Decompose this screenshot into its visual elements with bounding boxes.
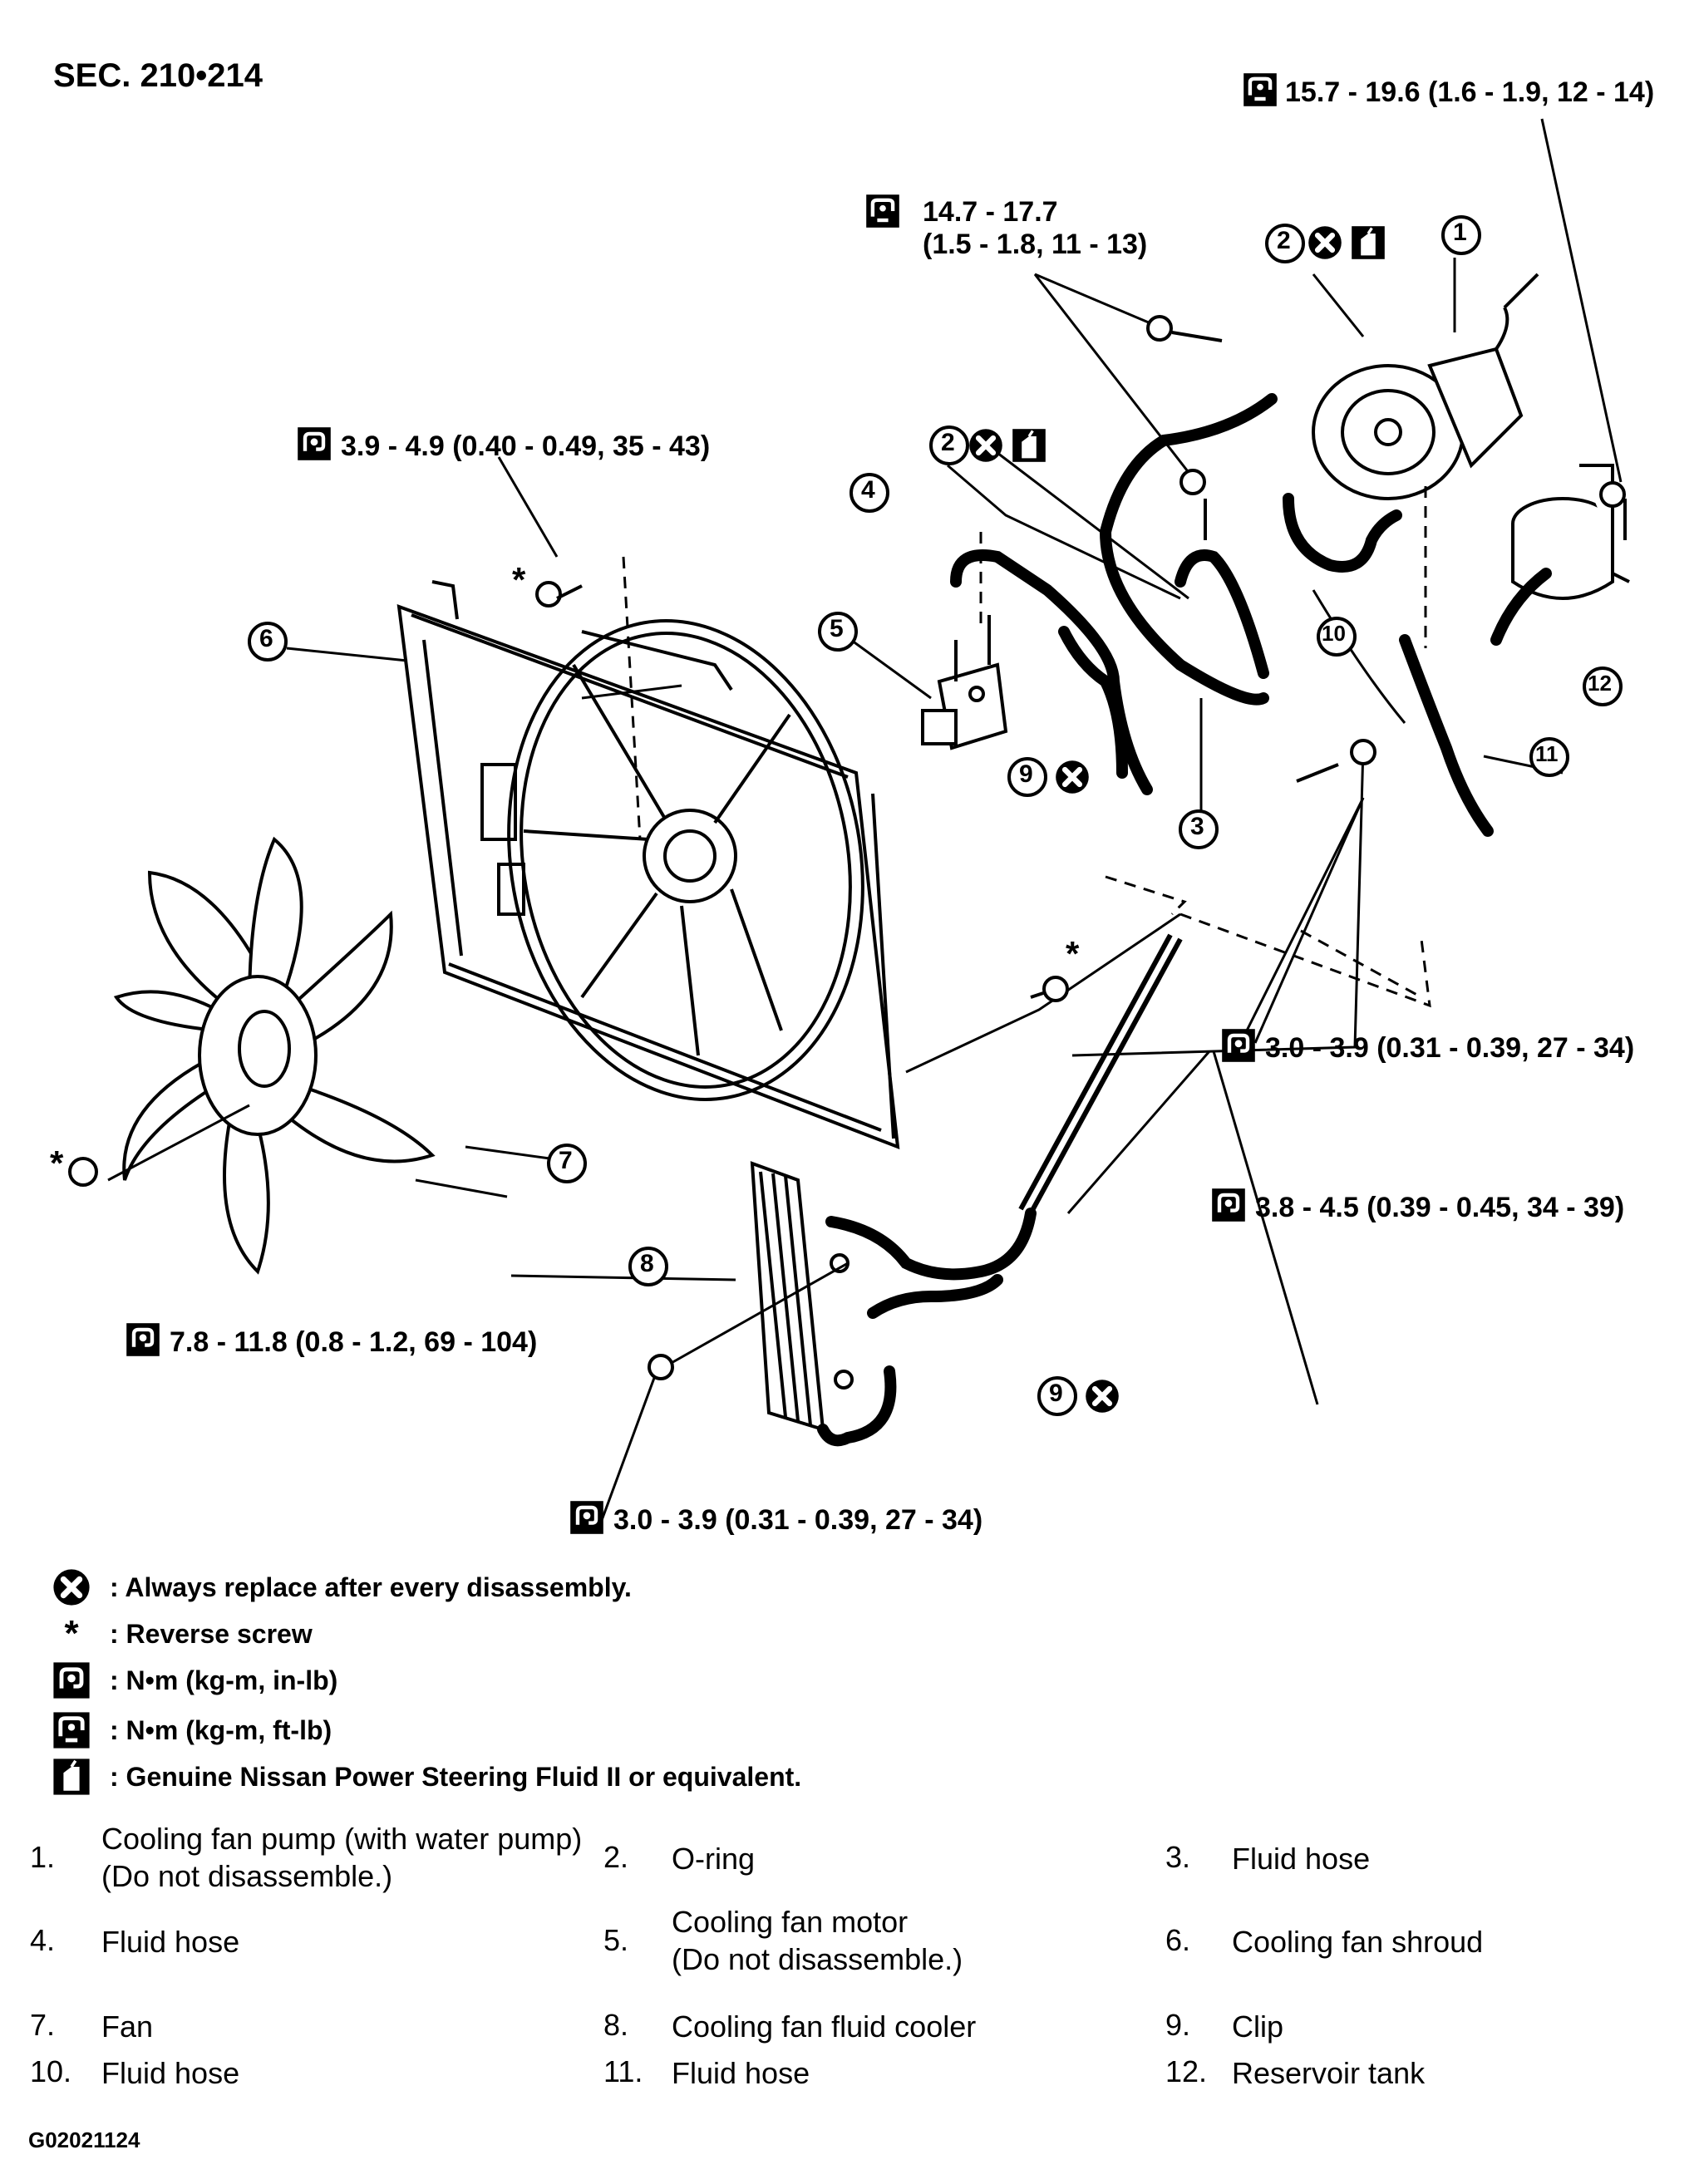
part-label: Clip xyxy=(1232,2009,1284,2044)
replace-icon xyxy=(50,1566,93,1609)
return-pipe xyxy=(1018,933,1183,1215)
callout-1: 1 xyxy=(1453,219,1467,246)
replace-icon xyxy=(1086,1380,1119,1413)
callout-7: 7 xyxy=(559,1147,573,1174)
fluid-icon xyxy=(50,1755,93,1798)
fluid-hoses xyxy=(817,393,1552,1447)
fluid-cooler xyxy=(750,1161,854,1432)
callout-6: 6 xyxy=(259,625,273,652)
callout-3: 3 xyxy=(1190,813,1204,840)
fan-ring xyxy=(507,619,864,1101)
torque-callout: 14.7 - 17.7 (1.5 - 1.8, 11 - 13) xyxy=(923,196,1148,261)
torque-ft-lb-icon xyxy=(866,194,899,228)
section-code: SEC. 210•214 xyxy=(53,57,263,94)
torque-callout: 15.7 - 19.6 (1.6 - 1.9, 12 - 14) xyxy=(1285,76,1655,108)
torque-in-lb-icon xyxy=(298,427,331,460)
replace-icon xyxy=(1308,226,1342,259)
callout-12: 12 xyxy=(1588,671,1612,696)
leader-lines xyxy=(107,118,1623,1530)
part-label: Cooling fan motor (Do not disassemble.) xyxy=(672,1905,963,1976)
reverse-screw-marker: * xyxy=(512,560,526,599)
torque-callout: 3.9 - 4.9 (0.40 - 0.49, 35 - 43) xyxy=(341,430,711,462)
dashed-lines xyxy=(622,486,1431,1008)
torque-callout: 3.0 - 3.9 (0.31 - 0.39, 27 - 34) xyxy=(613,1504,983,1536)
torque-callout: 7.8 - 11.8 (0.8 - 1.2, 69 - 104) xyxy=(170,1326,538,1358)
callout-circles xyxy=(248,215,1623,1416)
callout-4: 4 xyxy=(861,476,875,504)
replace-icon xyxy=(969,429,1002,462)
fluid-icon xyxy=(1350,224,1386,261)
torque-callout: 3.8 - 4.5 (0.39 - 0.45, 34 - 39) xyxy=(1255,1192,1625,1223)
part-label: O-ring xyxy=(672,1842,756,1876)
torque-ft-lb-icon xyxy=(1243,73,1277,106)
callout-8: 8 xyxy=(640,1250,654,1277)
legend-replace: : Always replace after every disassembly… xyxy=(50,1566,632,1609)
reverse-screw-marker: * xyxy=(1066,934,1080,973)
legend-torque-in-lb: : N•m (kg-m, in-lb) xyxy=(50,1659,337,1702)
part-label: Reservoir tank xyxy=(1232,2056,1426,2090)
part-label: Cooling fan pump (with water pump) (Do n… xyxy=(101,1822,583,1893)
callout-9: 9 xyxy=(1019,760,1033,788)
figure-code: G02021124 xyxy=(28,2127,140,2152)
part-label: Fan xyxy=(101,2009,154,2044)
asterisk-icon: * xyxy=(64,1613,79,1654)
callout-11: 11 xyxy=(1535,741,1559,766)
part-label: Fluid hose xyxy=(1232,1842,1371,1876)
cooling-fan-pump xyxy=(1312,273,1539,500)
part-label: Fluid hose xyxy=(672,2056,810,2090)
part-label: Cooling fan shroud xyxy=(1232,1925,1484,1959)
bolts xyxy=(68,315,1627,1380)
part-label: Fluid hose xyxy=(101,2056,240,2090)
cooling-fan-shroud xyxy=(396,580,900,1150)
callout-2: 2 xyxy=(1277,227,1291,254)
callout-10: 10 xyxy=(1322,621,1346,646)
replace-icon xyxy=(1056,760,1089,794)
reservoir-tank xyxy=(1511,464,1630,600)
torque-in-lb-icon xyxy=(1212,1188,1245,1222)
fan xyxy=(113,836,436,1275)
torque-in-lb-icon xyxy=(50,1659,93,1702)
callout-2: 2 xyxy=(941,429,955,456)
torque-ft-lb-icon xyxy=(50,1709,93,1752)
reverse-screw-marker: * xyxy=(50,1144,64,1183)
cooling-fan-motor xyxy=(921,615,1008,750)
part-label: Cooling fan fluid cooler xyxy=(672,2009,977,2044)
torque-in-lb-icon xyxy=(570,1501,603,1534)
callout-5: 5 xyxy=(830,615,844,642)
fluid-icon xyxy=(1011,427,1047,464)
torque-in-lb-icon xyxy=(1222,1029,1255,1062)
callout-9: 9 xyxy=(1049,1380,1063,1407)
legend-fluid: : Genuine Nissan Power Steering Fluid II… xyxy=(50,1755,801,1798)
torque-in-lb-icon xyxy=(126,1323,160,1356)
legend-torque-ft-lb: : N•m (kg-m, ft-lb) xyxy=(50,1709,332,1752)
torque-callout: 3.0 - 3.9 (0.31 - 0.39, 27 - 34) xyxy=(1265,1032,1635,1064)
legend-reverse-screw: * : Reverse screw xyxy=(50,1612,312,1655)
part-label: Fluid hose xyxy=(101,1925,240,1959)
